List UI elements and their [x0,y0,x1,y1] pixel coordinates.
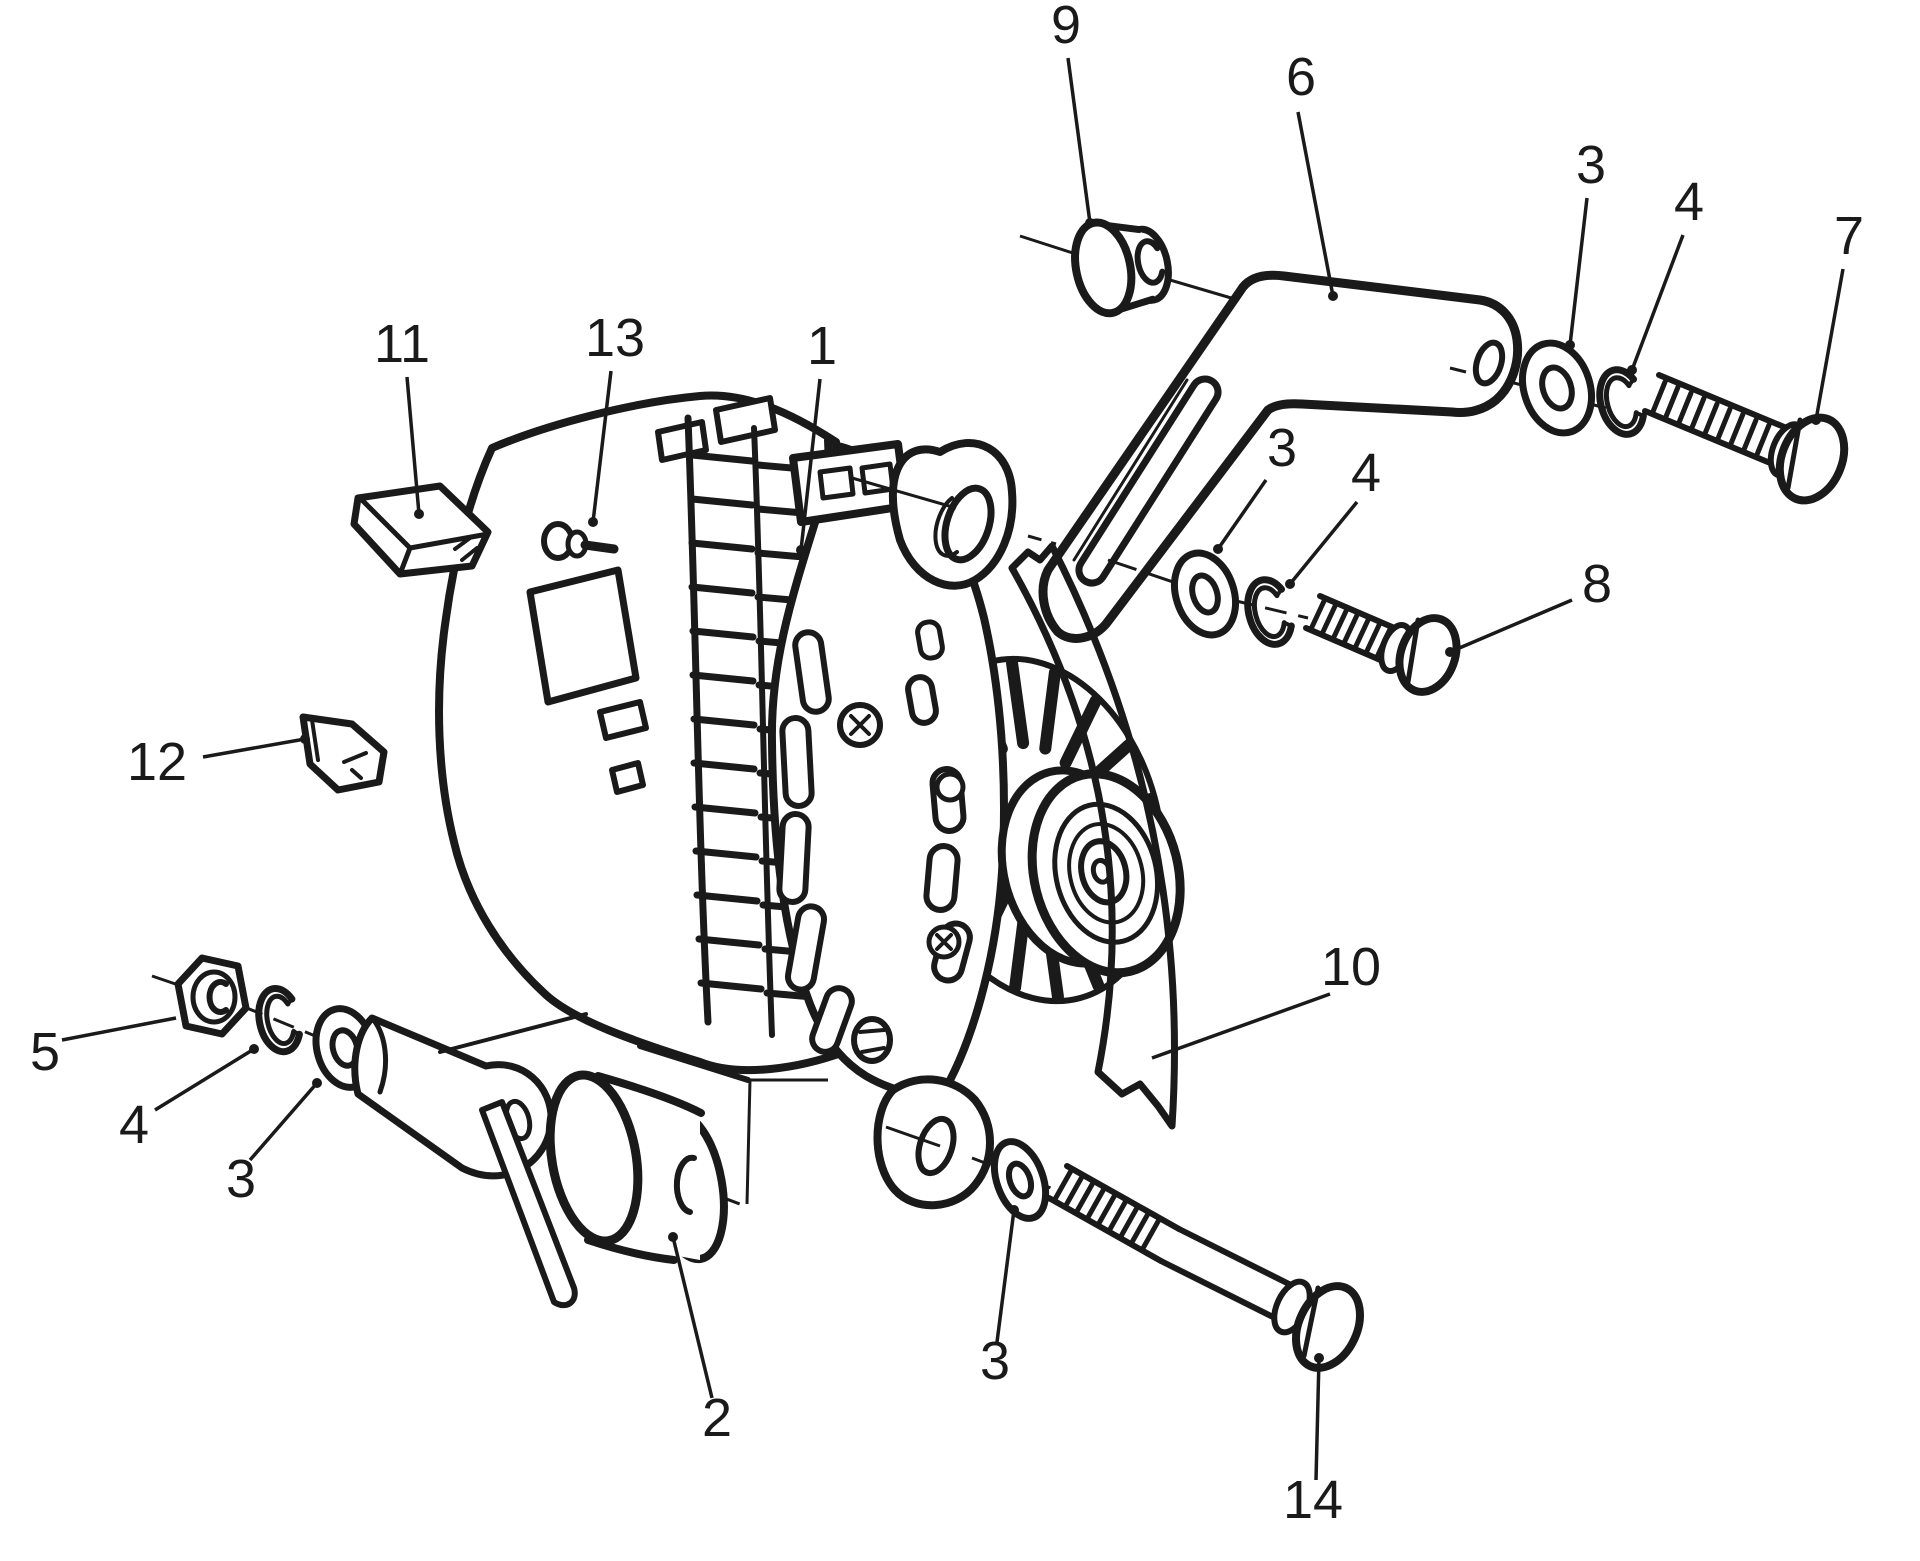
lock-washer-left [255,985,303,1056]
leader-dot-9 [1085,218,1095,228]
leader-line-4 [1630,234,1685,371]
leader-dot-6 [1328,291,1338,301]
callout-label-4-9: 4 [1351,443,1381,503]
terminal-block [713,395,778,445]
leader-line-10 [1151,992,1331,1060]
leader-line-8 [1449,598,1573,654]
leader-line-7 [1814,268,1845,421]
callout-label-9-0: 9 [1051,0,1081,55]
drive-belt [1008,542,1178,1130]
leader-dot-4 [1285,579,1295,589]
callout-label-14-18: 14 [1283,1470,1343,1530]
callout-label-13-6: 13 [585,308,645,368]
bolt-8 [1303,593,1461,696]
flat-washer-top-lug [1171,549,1239,639]
leader-line-5 [61,1016,177,1042]
leader-dot-3 [1565,340,1575,350]
leader-dot-8 [1445,647,1455,657]
leader-dot-12 [300,734,310,744]
leader-dot-2 [668,1232,678,1242]
pivot-bushing [545,1070,728,1264]
leader-line-13 [591,370,613,523]
rear-cover-plate [526,566,640,706]
flat-washer-top-arm [1519,339,1595,437]
spacer-bush [1071,218,1172,318]
bolt-7 [1642,372,1849,505]
callout-label-5-13: 5 [30,1022,60,1082]
flat-washer-bottom [990,1138,1050,1222]
leader-line-11 [405,376,421,515]
leader-dot-1 [796,545,806,555]
nut-5 [174,954,250,1038]
callout-label-3-2: 3 [1576,135,1606,195]
leader-dot-14 [1314,1353,1324,1363]
bracket-slot [1075,375,1222,587]
leader-line-3 [248,1081,319,1162]
leader-line-3 [1568,197,1589,346]
adjusting-bracket-arm [1038,270,1523,643]
callout-label-12-11: 12 [127,732,187,792]
callout-label-3-8: 3 [1267,418,1297,478]
leader-line-12 [202,737,306,759]
lock-washer-top-arm [1596,366,1647,438]
callout-label-3-15: 3 [226,1149,256,1209]
block-11 [350,482,492,578]
leader-dot-3 [1009,1205,1019,1215]
leader-dot-13 [588,517,598,527]
leader-line-6 [1296,111,1335,297]
callout-label-7-4: 7 [1834,206,1864,266]
leader-line-1 [799,378,822,551]
bolt-14 [1046,1163,1364,1372]
callout-label-11-5: 11 [374,314,430,374]
screw-13 [541,521,619,561]
leader-dot-4 [1627,365,1637,375]
leader-line-9 [1066,57,1092,224]
leader-line-3 [1216,479,1268,550]
callout-label-4-3: 4 [1674,172,1704,232]
leader-line-2 [671,1236,714,1399]
leader-line-14 [1314,1357,1321,1481]
leader-dot-3 [1213,544,1223,554]
callout-label-6-1: 6 [1286,47,1316,107]
break-line [745,1078,828,1205]
leader-line-4 [1288,500,1359,586]
callout-label-10-12: 10 [1321,937,1381,997]
engine-bracket [351,1012,588,1309]
leader-dot-3 [312,1078,322,1088]
callout-label-8-10: 8 [1582,554,1612,614]
leader-dot-7 [1811,415,1821,425]
leader-dot-4 [249,1044,259,1054]
alternator-top-lug [888,439,1017,590]
leader-line-3 [995,1209,1016,1343]
block-12 [299,713,388,794]
leader-line-4 [154,1047,255,1112]
callout-label-4-14: 4 [119,1095,149,1155]
bracket-end-hole [1472,339,1506,387]
alternator-front-housing [767,440,1008,1102]
leader-dot-11 [414,509,424,519]
housing-screws [837,702,966,1064]
lock-washer-top-lug [1244,576,1295,648]
callout-label-2-16: 2 [702,1388,732,1448]
callout-label-1-7: 1 [807,316,837,376]
callout-label-3-17: 3 [980,1331,1010,1391]
